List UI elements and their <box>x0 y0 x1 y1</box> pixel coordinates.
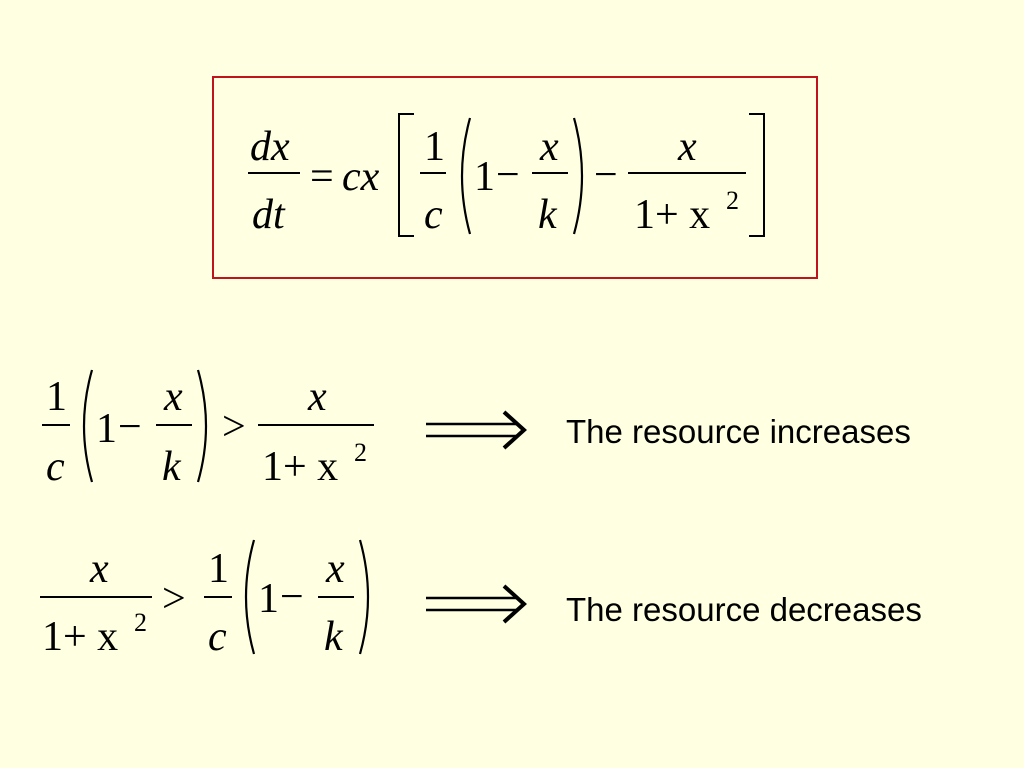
minus-sign-2: − <box>594 152 618 198</box>
ineq1-x-over-1-plus-x2-bar <box>258 424 374 426</box>
ineq1-x-over-1-plus-x2-numerator: x <box>308 374 327 420</box>
equals-sign: = <box>310 154 334 200</box>
rhs-fraction-bar <box>628 172 746 174</box>
ineq1-left-parenthesis <box>82 369 94 483</box>
result-decreases-label: The resource decreases <box>566 591 922 628</box>
inner-fraction-one-numerator: 1 <box>424 124 445 170</box>
right-square-bracket <box>749 113 765 237</box>
rhs-exponent: 2 <box>726 186 739 215</box>
ineq1-one: 1 <box>96 406 117 452</box>
ineq2-greater-than: > <box>162 576 186 622</box>
ineq2-x-over-k-denominator: k <box>324 614 343 660</box>
right-parenthesis <box>572 117 584 235</box>
paren-one: 1 <box>474 154 495 200</box>
inner-fraction-one-bar <box>420 172 446 174</box>
ineq2-right-parenthesis <box>358 539 370 655</box>
ineq1-x-over-k-numerator: x <box>164 374 183 420</box>
lhs-fraction-bar <box>248 172 300 174</box>
ineq1-one-over-c-numerator: 1 <box>46 374 67 420</box>
inner-fraction-one-denominator: c <box>424 192 443 238</box>
ineq1-right-parenthesis <box>196 369 208 483</box>
ineq2-one-over-c-bar <box>204 596 232 598</box>
double-right-arrow-icon <box>426 584 527 624</box>
left-parenthesis <box>460 117 472 235</box>
ineq1-one-over-c-denominator: c <box>46 444 65 490</box>
double-right-arrow-icon <box>426 410 527 450</box>
ineq2-one-over-c-denominator: c <box>208 614 227 660</box>
ineq1-one-over-c-bar <box>42 424 70 426</box>
ineq2-minus: − <box>280 574 304 620</box>
ineq2-x-over-1-plus-x2-bar <box>40 596 152 598</box>
ineq2-x-over-k-bar <box>318 596 354 598</box>
left-square-bracket <box>398 113 414 237</box>
factor-cx: cx <box>342 154 380 200</box>
lhs-denominator: dt <box>252 192 285 238</box>
ineq2-one-over-c-numerator: 1 <box>208 546 229 592</box>
lhs-numerator: dx <box>250 124 290 170</box>
ineq2-left-parenthesis <box>244 539 256 655</box>
rhs-numerator: x <box>678 124 697 170</box>
ineq1-x-over-k-denominator: k <box>162 444 181 490</box>
result-increases-label: The resource increases <box>566 413 911 450</box>
ineq1-x-over-k-bar <box>156 424 192 426</box>
equation-box <box>212 76 818 279</box>
ineq1-minus: − <box>118 404 142 450</box>
ineq2-exponent: 2 <box>134 608 147 637</box>
x-over-k-bar <box>532 172 568 174</box>
ineq1-greater-than: > <box>222 404 246 450</box>
ineq2-x-over-k-numerator: x <box>326 546 345 592</box>
ineq2-x-over-1-plus-x2-numerator: x <box>90 546 109 592</box>
x-over-k-numerator: x <box>540 124 559 170</box>
ineq2-one: 1 <box>258 576 279 622</box>
ineq1-exponent: 2 <box>354 438 367 467</box>
minus-sign-1: − <box>496 152 520 198</box>
x-over-k-denominator: k <box>538 192 557 238</box>
